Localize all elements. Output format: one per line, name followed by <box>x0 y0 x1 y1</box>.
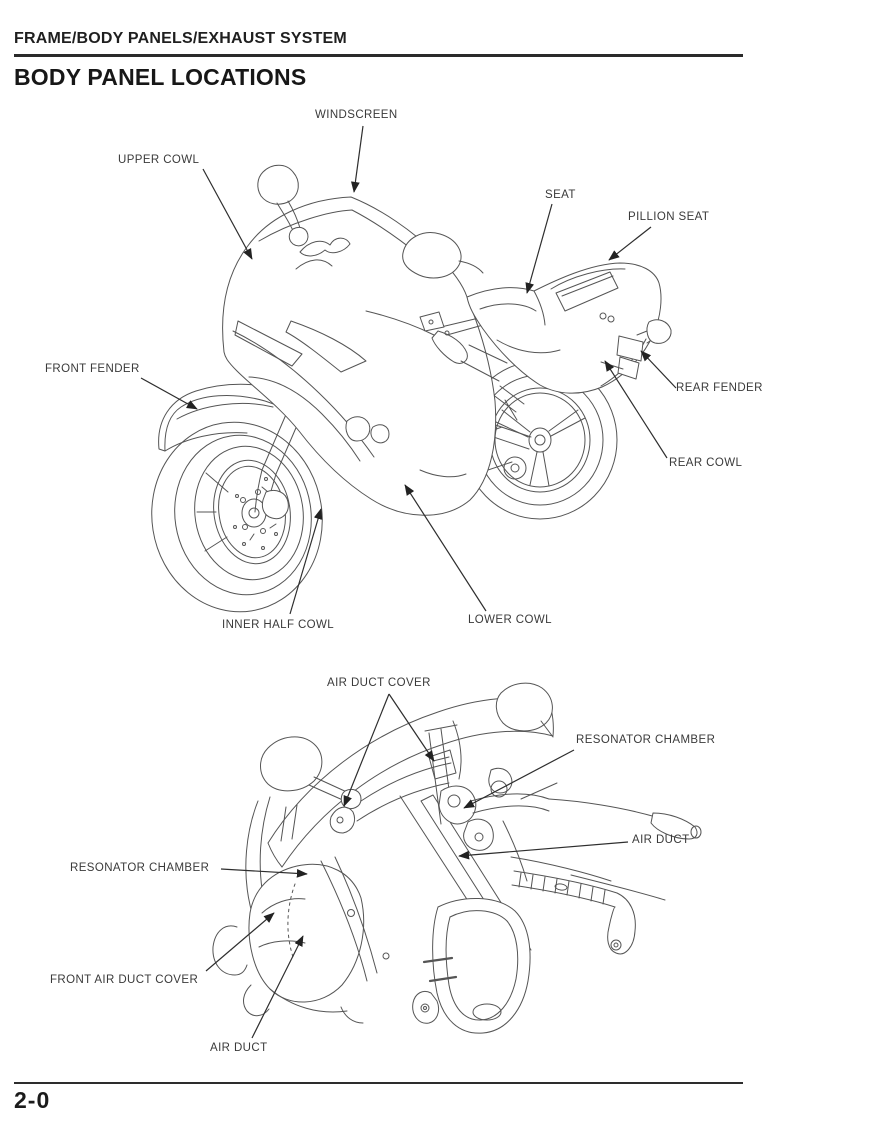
label-air-duct-bottom: AIR DUCT <box>210 1042 268 1054</box>
header-rule <box>14 54 743 57</box>
label-upper-cowl: UPPER COWL <box>118 154 200 166</box>
label-resonator-chamber-left: RESONATOR CHAMBER <box>70 862 210 874</box>
label-seat: SEAT <box>545 189 576 201</box>
label-front-fender: FRONT FENDER <box>45 363 140 375</box>
label-lower-cowl: LOWER COWL <box>468 614 552 626</box>
label-rear-cowl: REAR COWL <box>669 457 743 469</box>
label-front-air-duct-cover: FRONT AIR DUCT COVER <box>50 974 199 986</box>
label-pillion-seat: PILLION SEAT <box>628 211 710 223</box>
chapter-header: FRAME/BODY PANELS/EXHAUST SYSTEM <box>14 30 347 47</box>
label-resonator-chamber-right: RESONATOR CHAMBER <box>576 734 716 746</box>
diagram2-artwork <box>212 682 702 1034</box>
label-windscreen: WINDSCREEN <box>315 109 398 121</box>
footer-rule <box>14 1082 743 1084</box>
label-air-duct-cover: AIR DUCT COVER <box>327 677 431 689</box>
page-number: 2-0 <box>14 1087 51 1113</box>
label-inner-half-cowl: INNER HALF COWL <box>222 619 335 631</box>
page-title: BODY PANEL LOCATIONS <box>14 64 307 90</box>
leader-lines <box>140 125 677 1039</box>
diagram1-artwork <box>151 164 672 613</box>
label-rear-fender: REAR FENDER <box>676 382 763 394</box>
label-air-duct-right: AIR DUCT <box>632 834 690 846</box>
